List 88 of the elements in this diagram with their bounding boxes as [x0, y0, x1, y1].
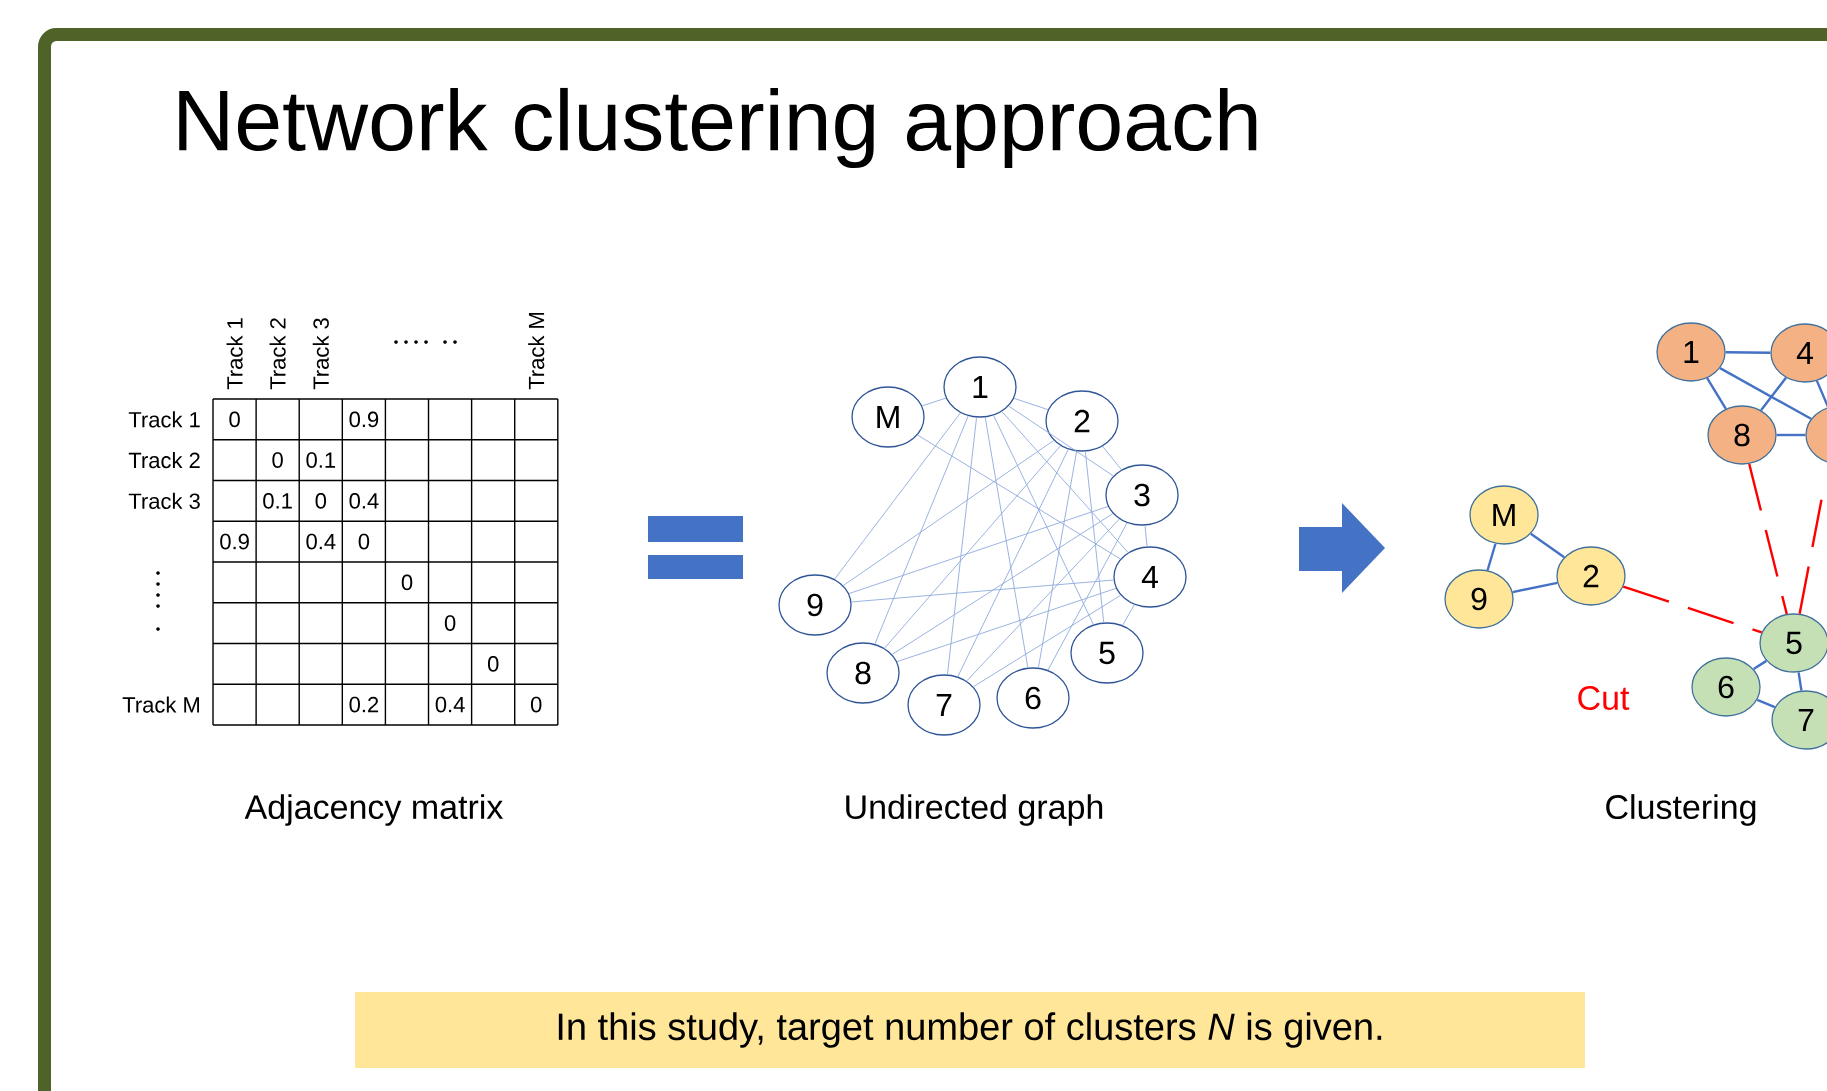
matrix-cell: 0 [444, 615, 456, 631]
caption: Undirected graph [846, 794, 1103, 826]
cluster-node: 5 [1759, 613, 1827, 673]
cut-label: Cut [1578, 685, 1630, 711]
edge [1797, 672, 1803, 691]
edge [972, 594, 1122, 688]
edge [842, 440, 1055, 586]
row-header: Track 1 [128, 411, 200, 428]
edge [1013, 397, 1049, 411]
graph-node: 7 [907, 674, 981, 736]
cluster-node: 7 [1771, 690, 1827, 750]
matrix-cell: 0.4 [306, 533, 336, 550]
edge [993, 415, 1094, 625]
column-header: Track 3 [312, 318, 329, 390]
matrix-cell: 0.9 [220, 533, 249, 550]
graph-node: 9 [778, 574, 852, 636]
note-box: In this study, target number of clusters N is given. [355, 992, 1585, 1068]
edge [1122, 604, 1135, 626]
edge [947, 417, 977, 675]
edge [1530, 532, 1565, 559]
edge [1719, 367, 1812, 420]
edge [1037, 450, 1078, 669]
edge [1776, 433, 1806, 437]
graph-node: 3 [1105, 464, 1179, 526]
matrix-cell: 0 [530, 696, 542, 713]
cluster-node [1805, 405, 1827, 465]
title: Network clustering approach [179, 87, 1257, 169]
edge [984, 416, 1029, 669]
graph-node: M [851, 386, 925, 448]
matrix-cell: 0 [272, 452, 283, 468]
edge [921, 397, 947, 407]
edge [1706, 377, 1727, 410]
matrix-cell: 0.9 [349, 411, 379, 428]
graph-node: 5 [1070, 622, 1144, 684]
matrix-cell: 0.1 [306, 452, 336, 468]
matrix-cell: 0 [358, 533, 370, 550]
edge [1008, 405, 1114, 477]
edge [957, 448, 1069, 678]
cluster-node: 9 [1444, 569, 1514, 629]
matrix-cell: 0 [315, 493, 327, 509]
edge [966, 518, 1120, 682]
edge [891, 513, 1114, 655]
matrix-cell: 0 [401, 574, 413, 591]
edge [1486, 543, 1497, 571]
graph-node: 6 [996, 667, 1070, 729]
edge [1102, 445, 1122, 471]
graph-node: 8 [826, 642, 900, 704]
cut-edge [1622, 585, 1763, 634]
cluster-node: 4 [1770, 323, 1827, 383]
edge [834, 412, 961, 580]
caption: Adjacency matrix [244, 794, 503, 826]
matrix-cell: 0.4 [435, 696, 465, 713]
graph-node: 4 [1113, 546, 1187, 608]
cut-edge [1748, 463, 1788, 615]
cluster-node: 6 [1691, 657, 1761, 717]
edge [851, 579, 1114, 603]
row-header: Track 3 [128, 492, 200, 509]
edge [896, 587, 1117, 663]
matrix-cell: 0 [487, 656, 499, 672]
edge [1001, 411, 1129, 553]
edge [884, 445, 1061, 649]
column-header: Track 1 [226, 318, 243, 390]
graph-node: 1 [943, 356, 1017, 418]
edge [917, 434, 1121, 560]
edge [1753, 659, 1768, 671]
edge [1725, 351, 1771, 354]
edge [1756, 698, 1776, 709]
matrix-cell: 0 [229, 411, 240, 428]
row-header: Track M [122, 696, 199, 713]
cluster-node: 1 [1656, 322, 1726, 382]
graph-node: 2 [1045, 390, 1119, 452]
cluster-node: 8 [1707, 405, 1777, 465]
edge [1084, 451, 1105, 623]
cluster-node: 2 [1556, 546, 1626, 606]
column-header: Track M [528, 313, 545, 390]
row-header: Track 2 [128, 452, 200, 469]
caption: Clustering [1606, 794, 1756, 826]
matrix-cell: 0.4 [349, 493, 379, 509]
edge [1144, 525, 1148, 547]
matrix-cell: 0.1 [263, 493, 292, 509]
column-header: Track 2 [269, 318, 286, 390]
edge [848, 506, 1109, 594]
edge [1760, 377, 1787, 411]
cluster-node: M [1469, 485, 1539, 545]
edge [874, 415, 969, 645]
edge [1047, 522, 1128, 671]
edge [1512, 581, 1558, 594]
matrix-cell: 0.2 [349, 696, 379, 713]
